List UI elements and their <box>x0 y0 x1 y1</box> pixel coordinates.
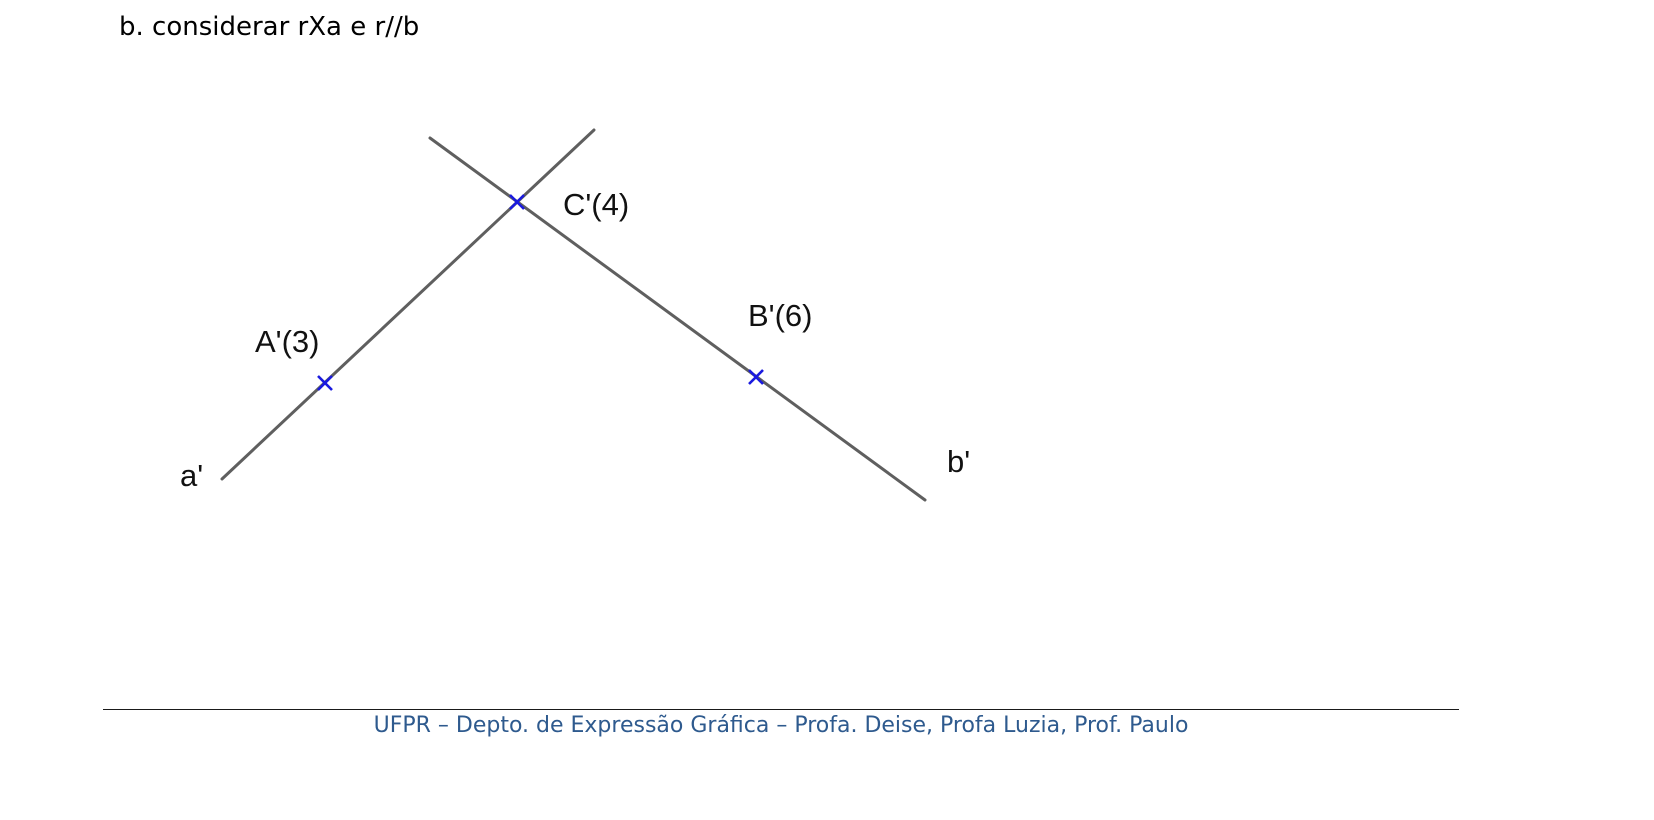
point-marker-b <box>748 369 764 385</box>
label-point-c: C'(4) <box>563 187 629 222</box>
footer-divider <box>103 709 1459 710</box>
footer-credits: UFPR – Depto. de Expressão Gráfica – Pro… <box>373 713 1189 738</box>
label-point-a: A'(3) <box>255 324 319 359</box>
line-b-projection <box>428 136 927 502</box>
line-a-projection <box>220 128 596 481</box>
point-marker-c <box>509 194 525 210</box>
label-point-b: B'(6) <box>748 298 812 333</box>
label-line-b: b' <box>947 444 970 479</box>
point-marker-a <box>317 375 333 391</box>
page-heading: b. considerar rXa e r//b <box>119 12 420 42</box>
label-line-a: a' <box>180 458 203 493</box>
